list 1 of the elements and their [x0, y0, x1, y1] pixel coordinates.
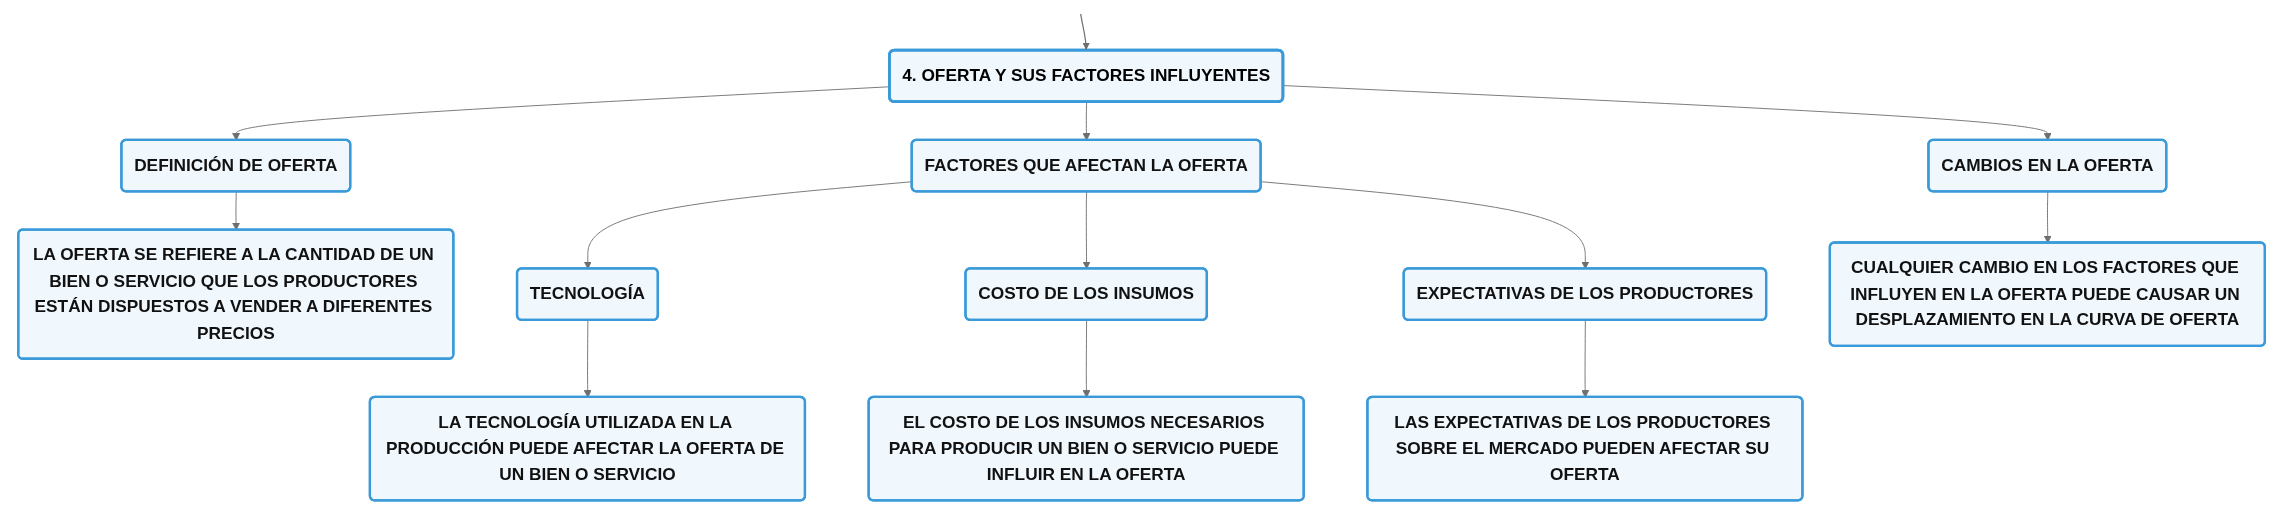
connector-line: [1080, 13, 1091, 51]
